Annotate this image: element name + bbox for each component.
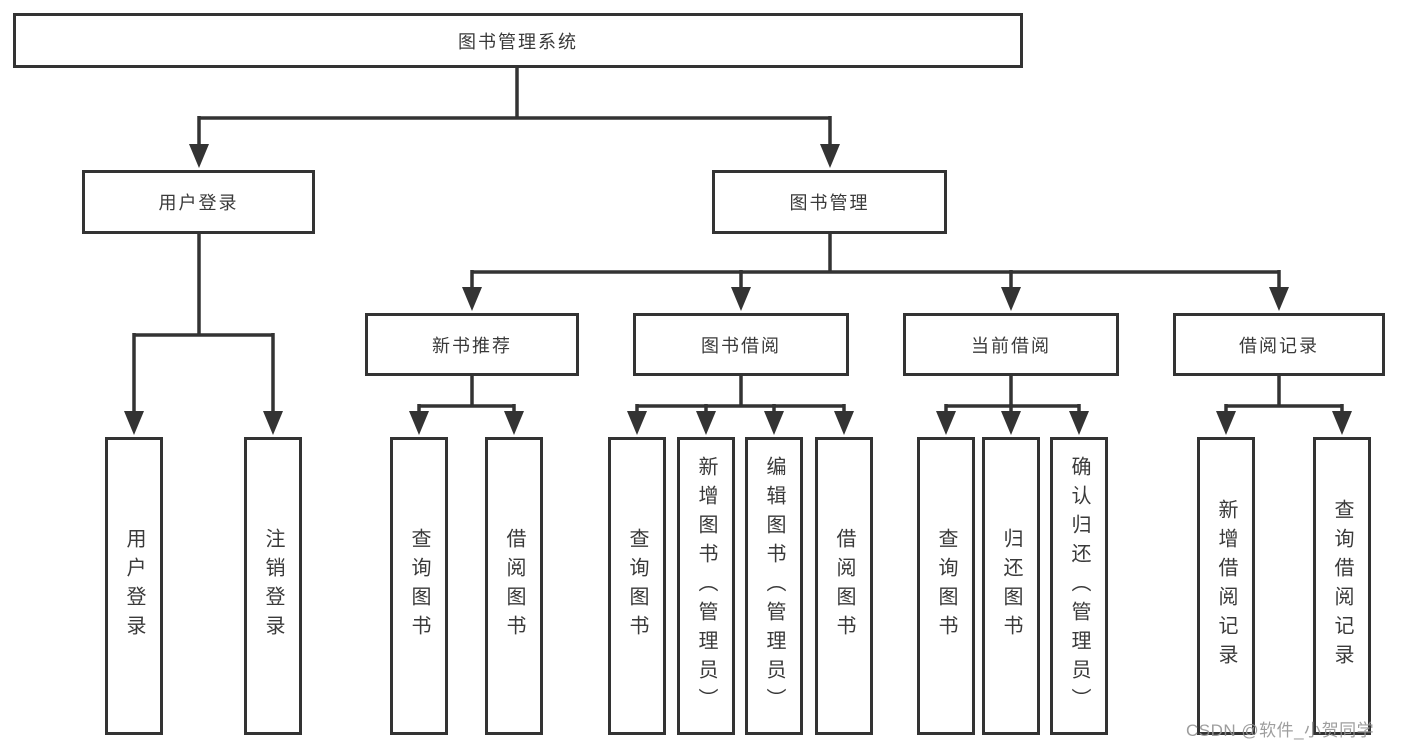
leaf-user-login: 用户登录 [105, 437, 163, 735]
node-borrowing-record: 借阅记录 [1173, 313, 1385, 376]
csdn-watermark: CSDN @软件_小贺同学 [1186, 721, 1375, 740]
leaf-query-books-recommend-label: 查询图书 [408, 528, 430, 644]
node-user-login-label: 用户登录 [158, 193, 239, 213]
leaf-return-books-label: 归还图书 [1000, 528, 1022, 644]
leaf-edit-books-admin: 编辑图书（管理员） [745, 437, 803, 735]
node-borrowing-record-label: 借阅记录 [1239, 335, 1319, 356]
node-root: 图书管理系统 [13, 13, 1023, 68]
node-book-borrowing: 图书借阅 [633, 313, 849, 376]
leaf-confirm-return-admin-label: 确认归还（管理员） [1068, 455, 1090, 717]
leaf-user-login-label: 用户登录 [123, 528, 145, 644]
leaf-query-books-current: 查询图书 [917, 437, 975, 735]
leaf-add-books-admin: 新增图书（管理员） [677, 437, 735, 735]
node-root-label: 图书管理系统 [458, 31, 578, 52]
arrowheads [124, 144, 1352, 435]
leaf-borrow-books: 借阅图书 [815, 437, 873, 735]
leaf-borrow-books-recommend: 借阅图书 [485, 437, 543, 735]
leaf-query-borrow-record: 查询借阅记录 [1313, 437, 1371, 735]
leaf-add-books-admin-label: 新增图书（管理员） [695, 455, 717, 717]
leaf-confirm-return-admin: 确认归还（管理员） [1050, 437, 1108, 735]
leaf-query-books-borrowing-label: 查询图书 [626, 528, 648, 644]
leaf-query-books-current-label: 查询图书 [935, 528, 957, 644]
node-book-management: 图书管理 [712, 170, 947, 234]
node-user-login: 用户登录 [82, 170, 315, 234]
leaf-query-books-borrowing: 查询图书 [608, 437, 666, 735]
leaf-logout: 注销登录 [244, 437, 302, 735]
leaf-query-books-recommend: 查询图书 [390, 437, 448, 735]
node-current-borrowing-label: 当前借阅 [971, 335, 1051, 356]
leaf-return-books: 归还图书 [982, 437, 1040, 735]
leaf-logout-label: 注销登录 [262, 528, 284, 644]
node-new-book-recommendation: 新书推荐 [365, 313, 579, 376]
leaf-add-borrow-record-label: 新增借阅记录 [1215, 499, 1237, 673]
node-new-book-recommendation-label: 新书推荐 [432, 335, 512, 356]
node-current-borrowing: 当前借阅 [903, 313, 1119, 376]
leaf-query-borrow-record-label: 查询借阅记录 [1331, 499, 1353, 673]
leaf-borrow-books-label: 借阅图书 [833, 528, 855, 644]
leaf-edit-books-admin-label: 编辑图书（管理员） [763, 455, 785, 717]
leaf-borrow-books-recommend-label: 借阅图书 [503, 528, 525, 644]
leaf-add-borrow-record: 新增借阅记录 [1197, 437, 1255, 735]
node-book-borrowing-label: 图书借阅 [701, 335, 781, 356]
node-book-management-label: 图书管理 [789, 193, 870, 213]
